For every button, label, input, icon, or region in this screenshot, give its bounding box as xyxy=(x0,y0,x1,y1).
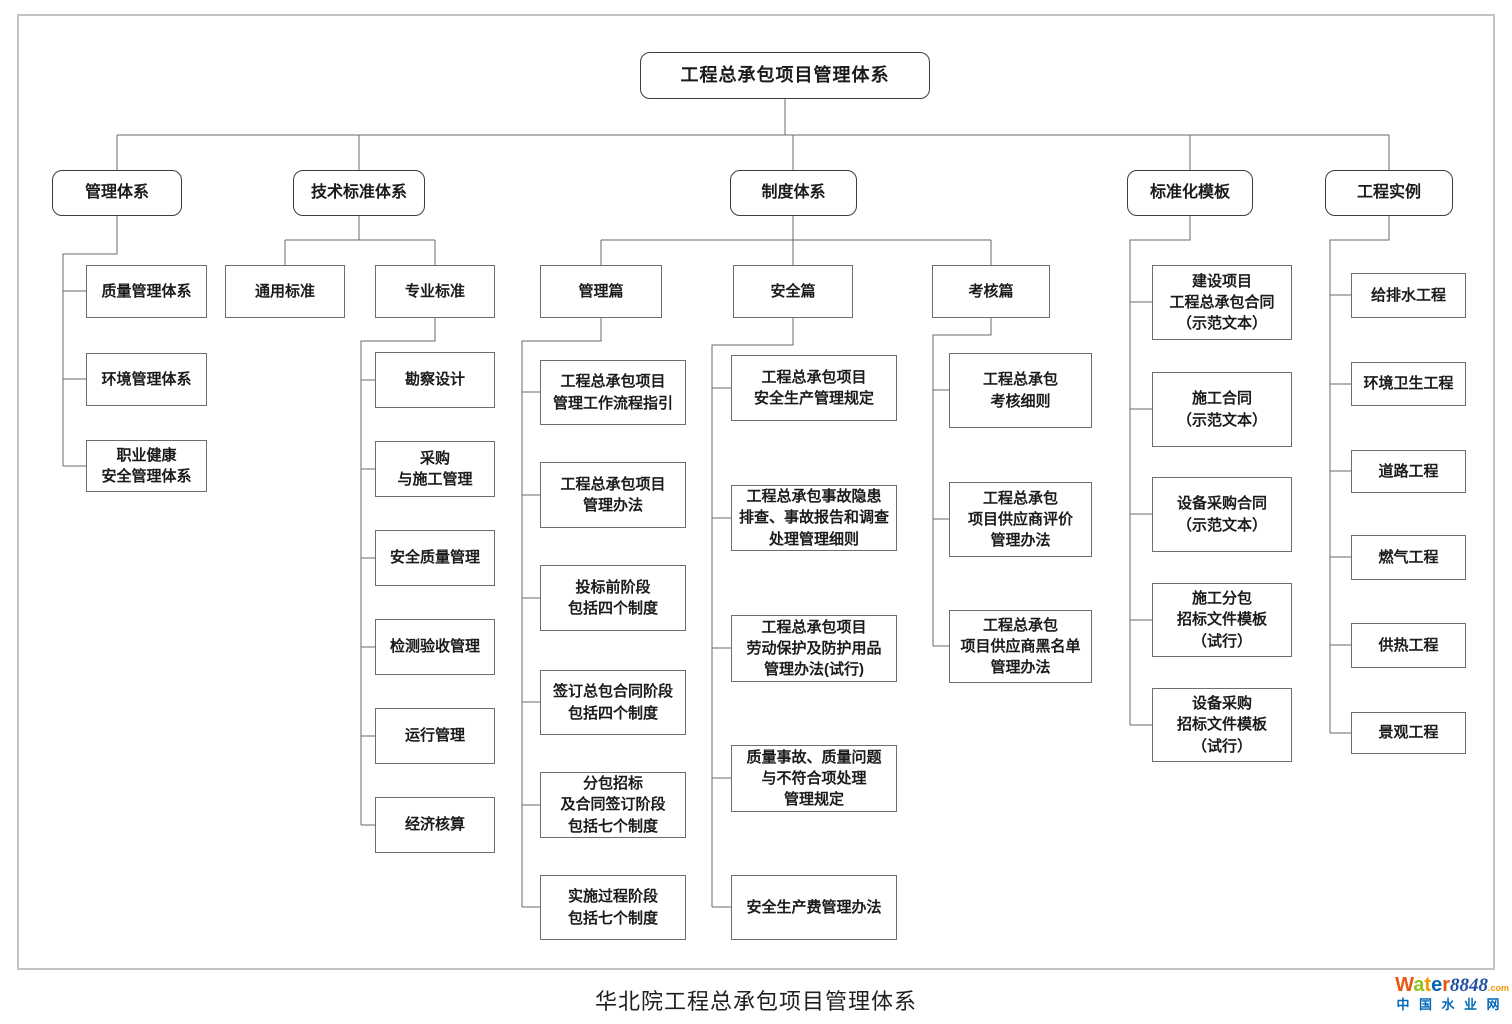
node-assess-chapter: 考核篇 xyxy=(932,265,1050,318)
connector xyxy=(600,216,992,265)
node-management-system: 管理体系 xyxy=(52,170,182,216)
node-operation-management: 运行管理 xyxy=(375,708,495,764)
logo-letter: t xyxy=(1424,974,1432,996)
node-safety-doc: 工程总承包项目 劳动保护及防护用品 管理办法(试行) xyxy=(731,615,897,682)
node-safety-quality: 安全质量管理 xyxy=(375,530,495,586)
logo-digits: 8848 xyxy=(1449,975,1488,996)
node-mgmt-doc: 分包招标 及合同签订阶段 包括七个制度 xyxy=(540,772,686,838)
connector xyxy=(932,318,992,647)
node-ohs-system: 职业健康 安全管理体系 xyxy=(86,440,207,492)
node-survey-design: 勘察设计 xyxy=(375,352,495,408)
node-template-doc: 设备采购 招标文件模板 （试行） xyxy=(1152,688,1292,762)
node-safety-doc: 工程总承包事故隐患 排查、事故报告和调查 处理管理细则 xyxy=(731,485,897,551)
page-border xyxy=(17,14,1495,970)
node-root: 工程总承包项目管理体系 xyxy=(640,52,930,99)
logo-tld: .com xyxy=(1487,983,1509,993)
node-mgmt-doc: 签订总包合同阶段 包括四个制度 xyxy=(540,670,686,735)
node-procurement-construction: 采购 与施工管理 xyxy=(375,441,495,497)
node-template-doc: 设备采购合同 （示范文本） xyxy=(1152,477,1292,552)
node-mgmt-chapter: 管理篇 xyxy=(540,265,662,318)
node-mgmt-doc: 工程总承包项目 管理工作流程指引 xyxy=(540,360,686,425)
node-inspection-acceptance: 检测验收管理 xyxy=(375,619,495,675)
node-mgmt-doc: 工程总承包项目 管理办法 xyxy=(540,462,686,528)
node-economic-accounting: 经济核算 xyxy=(375,797,495,853)
node-example: 景观工程 xyxy=(1351,712,1466,754)
node-environment-system: 环境管理体系 xyxy=(86,353,207,406)
logo-letter: a xyxy=(1413,974,1425,996)
node-example: 供热工程 xyxy=(1351,623,1466,668)
node-template-doc: 建设项目 工程总承包合同 （示范文本） xyxy=(1152,265,1292,340)
node-safety-chapter: 安全篇 xyxy=(733,265,853,318)
node-example: 给排水工程 xyxy=(1351,273,1466,318)
node-example: 道路工程 xyxy=(1351,450,1466,493)
node-project-examples: 工程实例 xyxy=(1325,170,1453,216)
node-assess-doc: 工程总承包 项目供应商评价 管理办法 xyxy=(949,482,1092,557)
node-general-standard: 通用标准 xyxy=(225,265,345,318)
logo-tagline: 中国水业网 xyxy=(1396,997,1509,1012)
logo-letter: r xyxy=(1442,974,1450,996)
node-safety-doc: 安全生产费管理办法 xyxy=(731,875,897,940)
connector xyxy=(711,318,794,908)
node-example: 环境卫生工程 xyxy=(1351,362,1466,406)
node-policy-system: 制度体系 xyxy=(730,170,857,216)
node-standard-templates: 标准化模板 xyxy=(1127,170,1253,216)
node-assess-doc: 工程总承包 项目供应商黑名单 管理办法 xyxy=(949,610,1092,683)
node-professional-standard: 专业标准 xyxy=(375,265,495,318)
connector xyxy=(116,99,1390,170)
connector xyxy=(521,318,602,908)
connector xyxy=(284,216,436,265)
connector xyxy=(360,318,436,826)
chart-caption: 华北院工程总承包项目管理体系 xyxy=(594,989,917,1014)
node-quality-system: 质量管理体系 xyxy=(86,265,207,318)
logo-letter: e xyxy=(1431,974,1443,996)
logo-wordmark: Water8848.com xyxy=(1369,975,1509,995)
node-template-doc: 施工合同 （示范文本） xyxy=(1152,372,1292,447)
node-assess-doc: 工程总承包 考核细则 xyxy=(949,353,1092,428)
node-mgmt-doc: 实施过程阶段 包括七个制度 xyxy=(540,875,686,940)
node-example: 燃气工程 xyxy=(1351,535,1466,580)
node-mgmt-doc: 投标前阶段 包括四个制度 xyxy=(540,565,686,631)
node-safety-doc: 质量事故、质量问题 与不符合项处理 管理规定 xyxy=(731,745,897,812)
connector xyxy=(1329,216,1390,734)
water8848-logo: Water8848.com 中国水业网 xyxy=(1369,975,1509,1011)
node-tech-standard-system: 技术标准体系 xyxy=(293,170,425,216)
connector xyxy=(1129,216,1191,726)
node-safety-doc: 工程总承包项目 安全生产管理规定 xyxy=(731,355,897,421)
node-template-doc: 施工分包 招标文件模板 （试行） xyxy=(1152,583,1292,657)
connector xyxy=(62,216,118,467)
logo-letter: W xyxy=(1395,974,1414,996)
